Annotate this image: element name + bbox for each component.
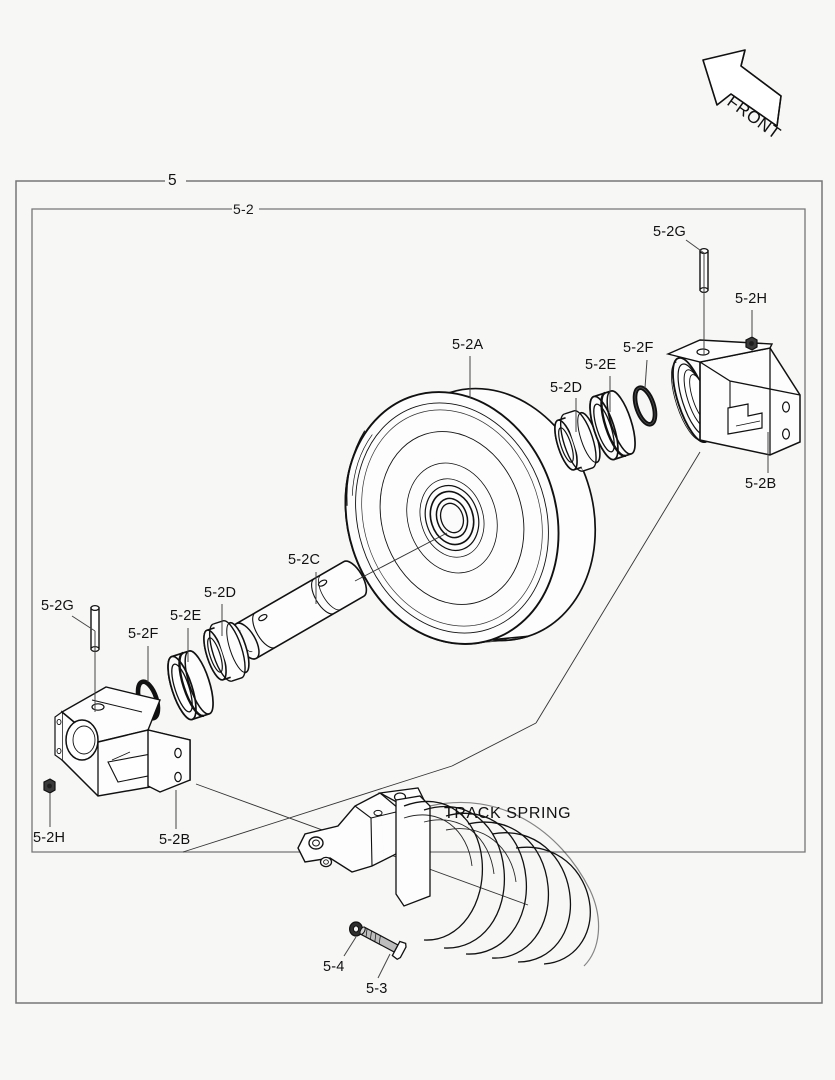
o-ring-right-5-2F	[632, 385, 658, 427]
group-label-5-2: 5-2	[233, 201, 254, 217]
callout-shaft: 5-2C	[288, 552, 321, 568]
callout-bracket-right: 5-2B	[745, 476, 777, 492]
callout-bushing-right: 5-2D	[550, 380, 583, 396]
callout-bolt: 5-3	[366, 981, 388, 997]
callout-bracket-left: 5-2B	[159, 832, 191, 848]
plug-left-5-2H	[43, 778, 56, 794]
callout-seal-left: 5-2E	[170, 608, 202, 624]
bracket-left-5-2B	[54, 686, 191, 797]
callout-pin-right: 5-2G	[653, 224, 687, 240]
callout-oring-left: 5-2F	[128, 626, 159, 642]
group-label-5: 5	[168, 172, 177, 189]
callout-pin-left: 5-2G	[41, 598, 75, 614]
bolt-5-3	[359, 926, 407, 961]
front-arrow-icon: FRONT	[702, 49, 784, 143]
callout-idler-wheel: 5-2A	[452, 337, 484, 353]
callout-oring-right: 5-2F	[623, 340, 654, 356]
floating-seal-left-5-2E	[167, 650, 214, 721]
track-spring-assembly	[297, 787, 600, 967]
callout-washer: 5-4	[323, 959, 345, 975]
floating-seal-right-5-2E	[589, 390, 636, 461]
idler-wheel-5-2A	[344, 387, 597, 645]
callout-plug-right: 5-2H	[735, 291, 768, 307]
track-spring-label: TRACK SPRING	[444, 805, 572, 822]
callout-plug-left: 5-2H	[33, 830, 66, 846]
bracket-right-5-2B	[665, 339, 801, 456]
bushing-right-5-2D	[554, 410, 601, 472]
callout-seal-right: 5-2E	[585, 357, 617, 373]
group-frame-5	[15, 180, 823, 1004]
leader-lines	[49, 239, 769, 979]
callout-bushing-left: 5-2D	[204, 585, 237, 601]
plug-right-5-2H	[745, 336, 758, 351]
bushing-left-5-2D	[203, 620, 250, 682]
